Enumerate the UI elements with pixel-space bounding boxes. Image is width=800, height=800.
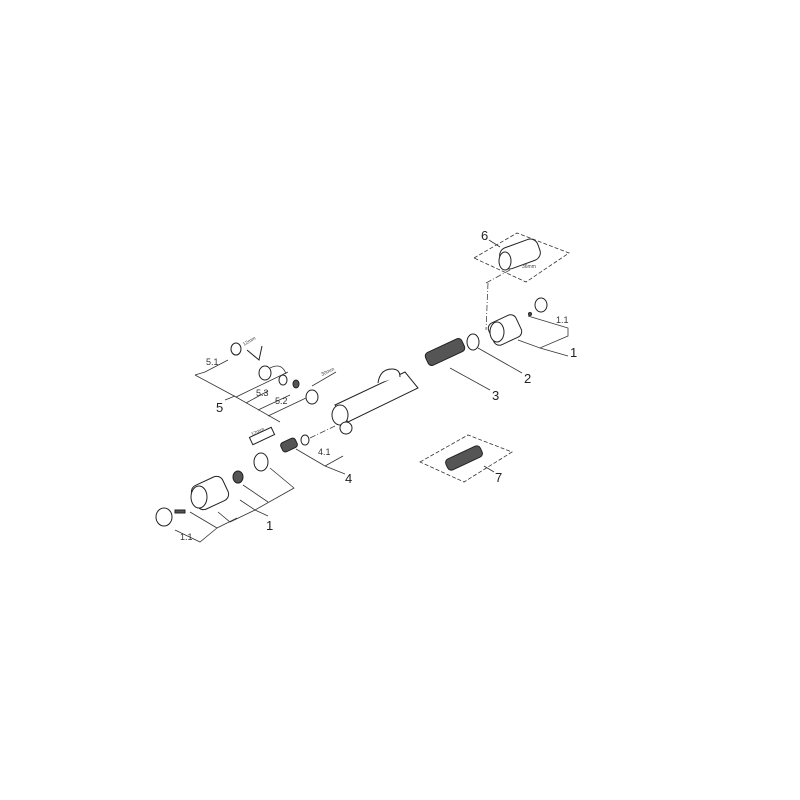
callout-7: 7 — [495, 470, 502, 485]
callout-1-1-right: 1.1 — [556, 315, 569, 325]
callout-2: 2 — [524, 371, 531, 386]
callout-5-1: 5.1 — [206, 357, 219, 367]
wrench-4-marking: 12mm — [250, 426, 265, 437]
callout-5-2: 5.2 — [275, 396, 288, 406]
callout-1-right: 1 — [570, 345, 577, 360]
part-1-left-handle — [155, 452, 269, 527]
part-1-right-handle — [487, 297, 548, 346]
callout-1-1-left: 1.1 — [180, 532, 193, 542]
callout-5: 5 — [216, 400, 223, 415]
callout-5-3: 5.3 — [256, 388, 269, 398]
callout-4: 4 — [345, 471, 352, 486]
part-4-check-valve: 12mm — [248, 425, 336, 453]
callout-1-left: 1 — [266, 518, 273, 533]
part-7-cartridge-box — [419, 434, 513, 483]
part-3-cartridge — [424, 338, 466, 366]
callout-4-1: 4.1 — [318, 447, 331, 457]
tool-6-marking: 36mm — [522, 264, 536, 270]
callout-6: 6 — [481, 228, 488, 243]
wrench-5-marking: 12mm — [242, 336, 257, 348]
wrench-body-marking: 30mm — [320, 366, 335, 377]
part-5-connection-set: 12mm — [230, 336, 319, 405]
callout-3: 3 — [492, 388, 499, 403]
part-2-ring — [466, 333, 480, 351]
thermostat-body: 30mm — [311, 366, 419, 435]
part-6-tool-kit: 36mm — [473, 232, 570, 331]
